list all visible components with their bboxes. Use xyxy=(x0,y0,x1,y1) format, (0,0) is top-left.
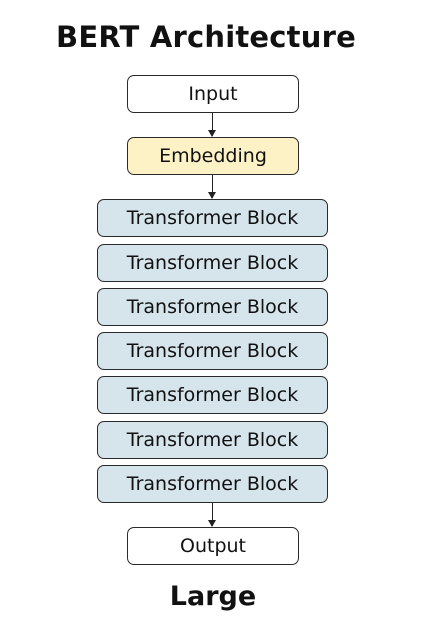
arrow-input-to-embedding xyxy=(208,113,216,137)
transformer-block-6: Transformer Block xyxy=(97,421,328,459)
embedding-node: Embedding xyxy=(127,137,299,175)
arrow-embedding-to-blocks xyxy=(208,175,216,199)
output-node: Output xyxy=(127,527,299,565)
input-node: Input xyxy=(127,75,299,113)
transformer-block-4: Transformer Block xyxy=(97,332,328,370)
transformer-block-1: Transformer Block xyxy=(97,199,328,237)
transformer-block-2: Transformer Block xyxy=(97,244,328,282)
diagram-title: BERT Architecture xyxy=(56,20,356,54)
transformer-block-5: Transformer Block xyxy=(97,376,328,414)
transformer-block-3: Transformer Block xyxy=(97,288,328,326)
arrow-blocks-to-output xyxy=(208,503,216,527)
model-size-caption: Large xyxy=(169,581,257,612)
transformer-block-7: Transformer Block xyxy=(97,465,328,503)
